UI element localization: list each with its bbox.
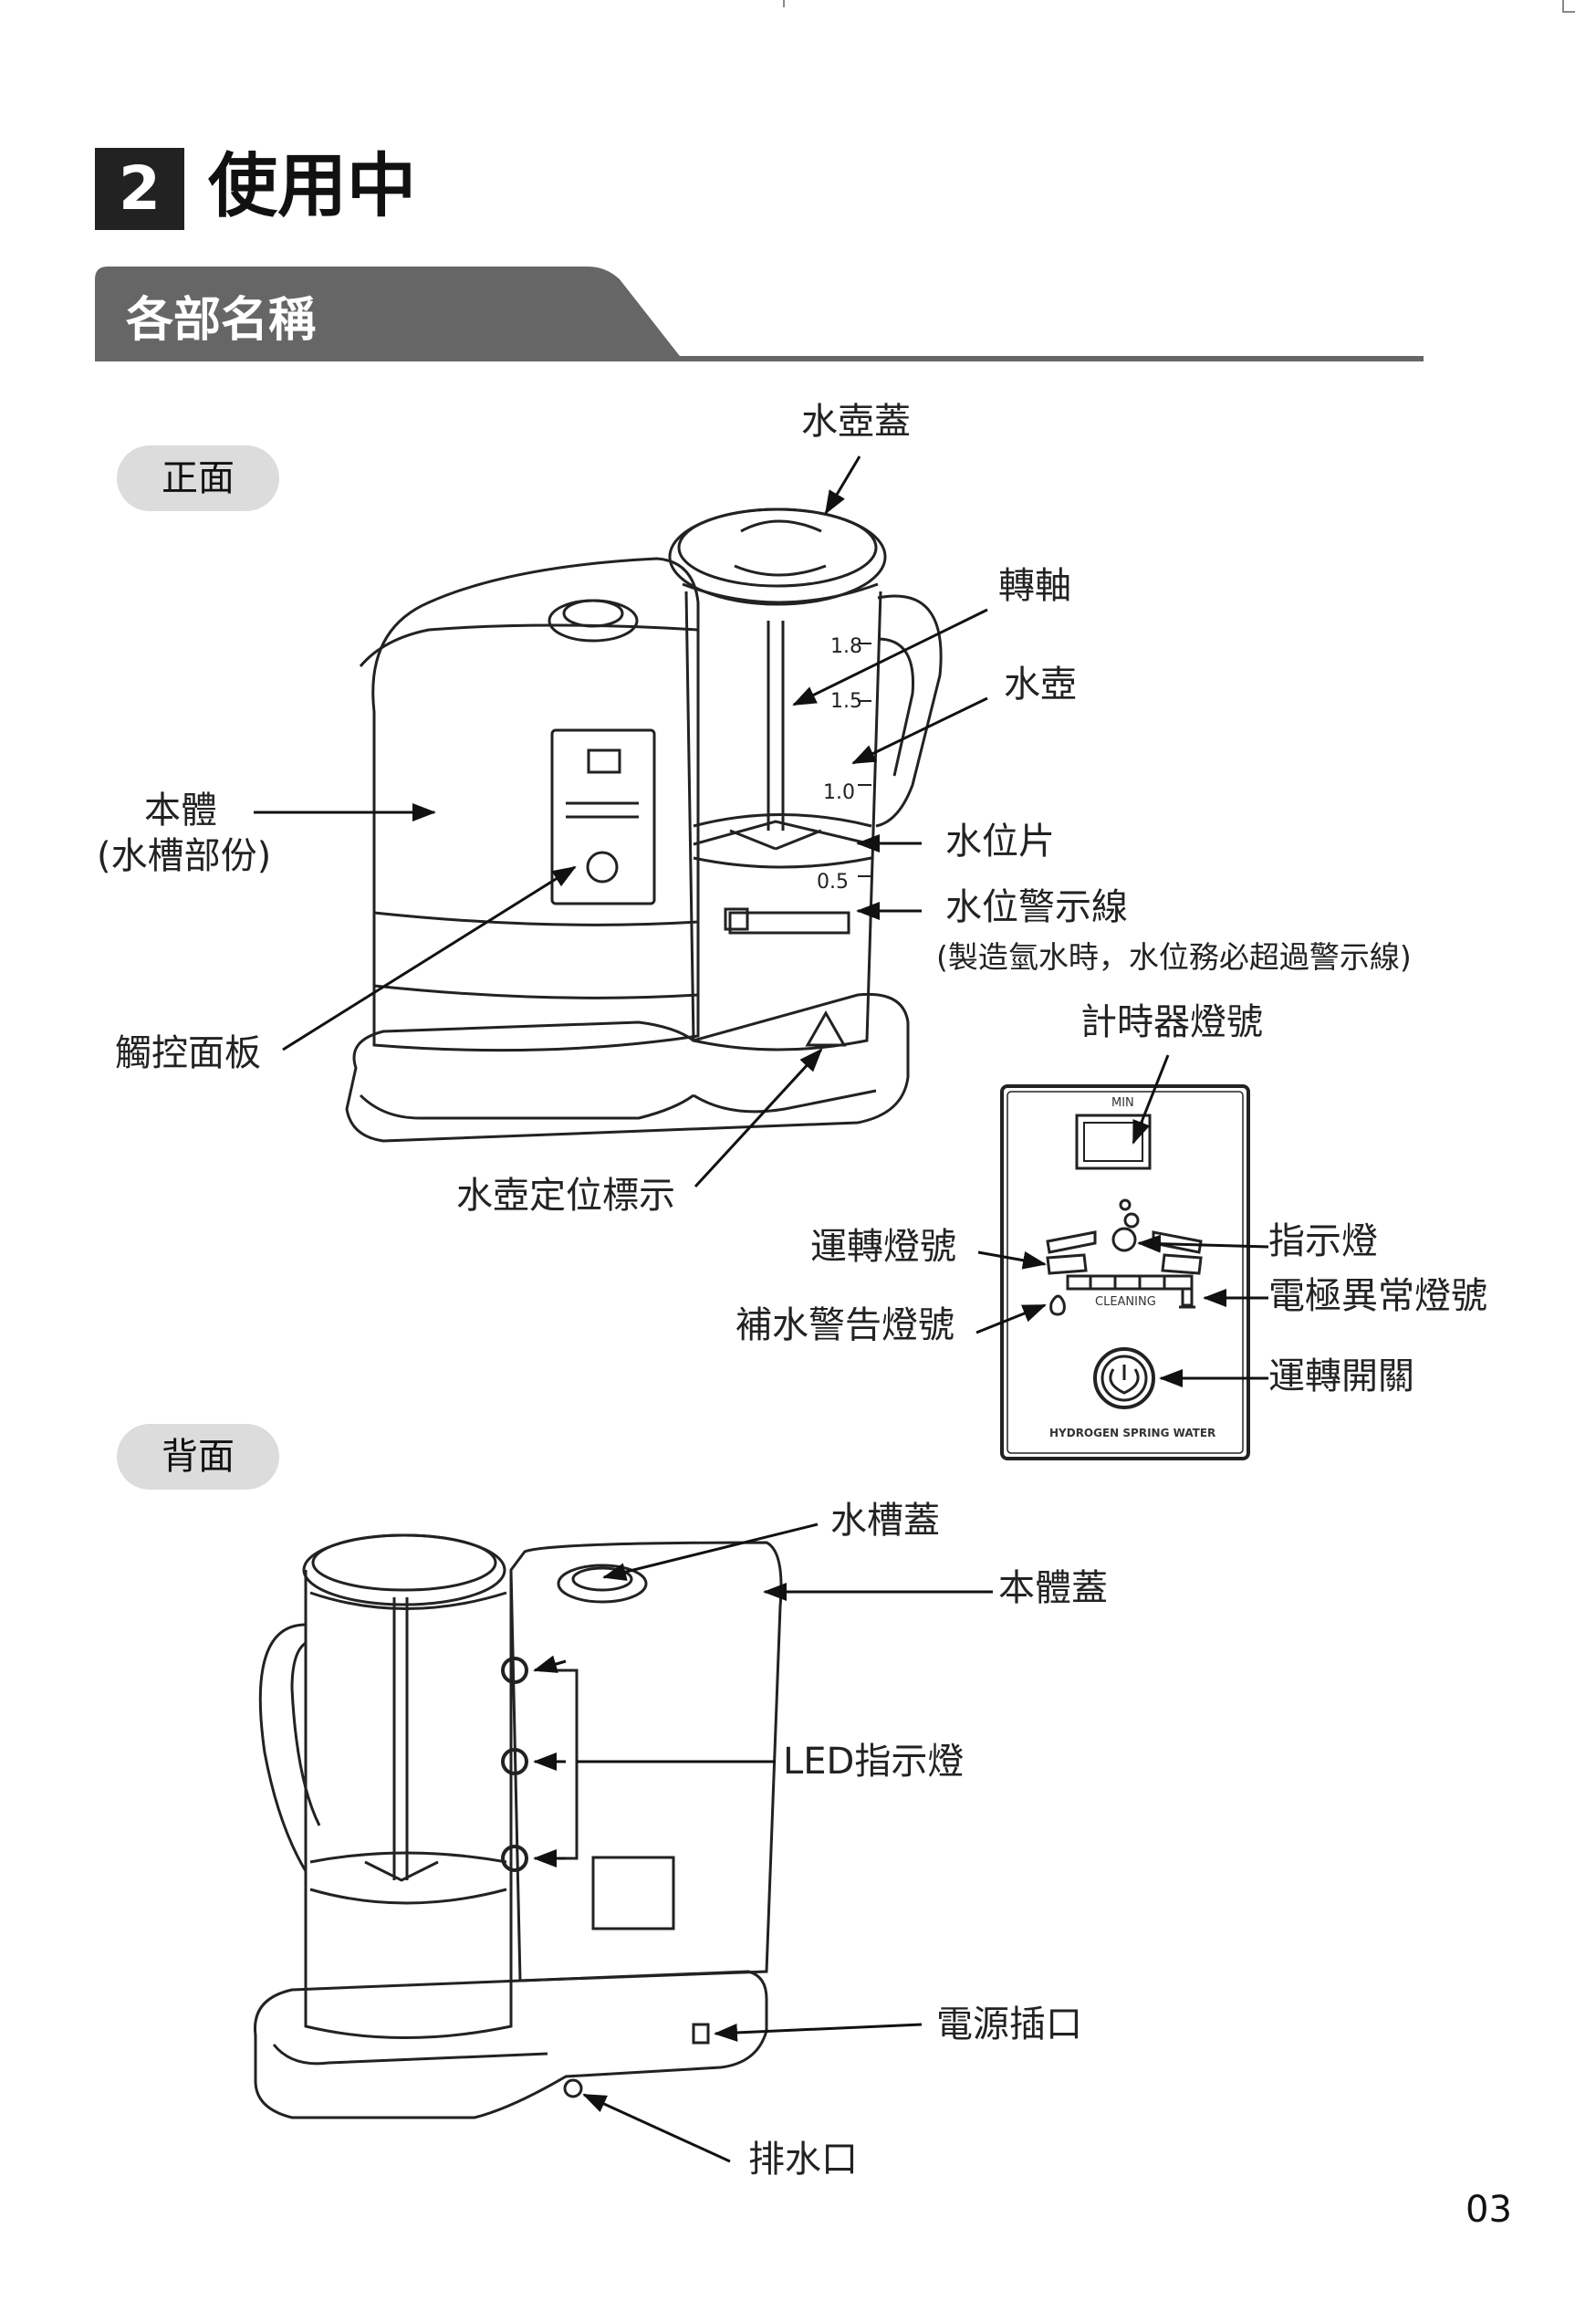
scale-mark: 0.5 xyxy=(817,871,849,894)
label-pitcher-marker: 水壺定位標示 xyxy=(456,1175,675,1217)
crop-mark xyxy=(1562,11,1575,13)
section-band xyxy=(95,267,1424,361)
panel-brand-text: HYDROGEN SPRING WATER xyxy=(1049,1427,1216,1439)
scale-mark: 1.5 xyxy=(830,690,862,713)
label-body: 本體 xyxy=(144,790,217,832)
label-power-switch: 運轉開關 xyxy=(1268,1355,1414,1397)
label-shaft: 轉軸 xyxy=(998,565,1071,607)
front-pill: 正面 xyxy=(117,445,279,511)
scale-mark: 1.8 xyxy=(830,635,862,658)
label-indicator: 指示燈 xyxy=(1268,1220,1378,1262)
label-power-socket: 電源插口 xyxy=(936,2003,1082,2045)
panel-min-text: MIN xyxy=(1111,1096,1134,1110)
label-water-level-line: 水位警示線 xyxy=(945,886,1128,928)
label-touch-panel: 觸控面板 xyxy=(115,1032,261,1074)
page-number: 03 xyxy=(1466,2189,1512,2231)
band-title: 各部名稱 xyxy=(126,293,317,348)
label-led: LED指示燈 xyxy=(783,1741,965,1783)
label-timer-light: 計時器燈號 xyxy=(1080,1001,1263,1043)
scale-mark: 1.0 xyxy=(823,781,855,804)
back-pill: 背面 xyxy=(117,1424,279,1490)
crop-mark xyxy=(1562,0,1564,11)
label-body-sub: (水槽部份) xyxy=(97,835,272,877)
label-refill-warning: 補水警告燈號 xyxy=(735,1304,954,1346)
section-number: 2 xyxy=(95,148,184,230)
crop-mark xyxy=(783,0,785,7)
label-electrode-error: 電極異常燈號 xyxy=(1268,1275,1487,1317)
water-level-note: (製造氫水時，水位務必超過警示線) xyxy=(936,939,1412,975)
panel-cleaning-text: CLEANING xyxy=(1095,1295,1156,1309)
label-water-level-piece: 水位片 xyxy=(945,821,1055,863)
label-pitcher-lid: 水壺蓋 xyxy=(801,401,911,443)
label-drain: 排水口 xyxy=(748,2139,858,2181)
label-body-cover: 本體蓋 xyxy=(998,1567,1108,1609)
label-tank-lid: 水槽蓋 xyxy=(830,1500,940,1542)
label-pitcher: 水壺 xyxy=(1004,664,1077,706)
label-running-light: 運轉燈號 xyxy=(810,1226,956,1268)
section-title: 使用中 xyxy=(208,145,416,226)
